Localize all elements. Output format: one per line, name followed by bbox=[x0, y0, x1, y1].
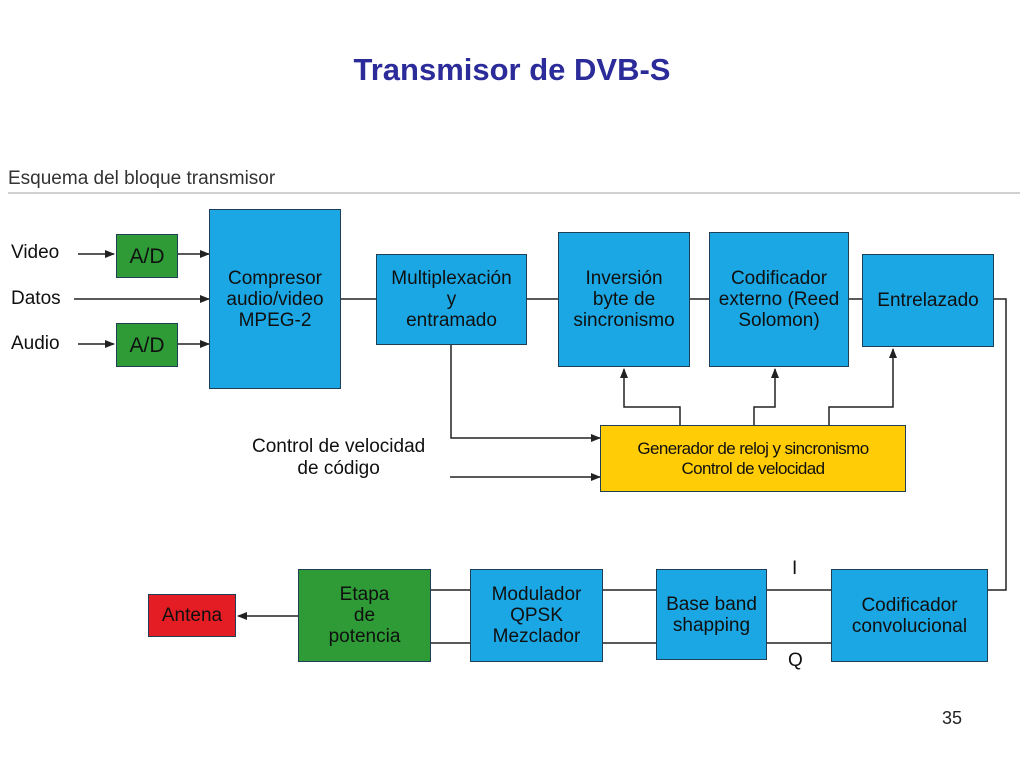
section-divider bbox=[8, 192, 1020, 194]
multiplexacion-block: Multiplexación y entramado bbox=[376, 254, 527, 345]
codificador-convolucional-block: Codificador convolucional bbox=[831, 569, 988, 662]
modulador-block: Modulador QPSK Mezclador bbox=[470, 569, 603, 662]
input-video-label: Video bbox=[11, 242, 60, 263]
entrelazado-block: Entrelazado bbox=[862, 254, 994, 347]
input-audio-label: Audio bbox=[11, 333, 60, 354]
wire-entrelazado-to-convolucional bbox=[988, 298, 1007, 591]
wire-generador-to-entrelazado bbox=[828, 348, 897, 425]
generador-block: Generador de reloj y sincronismo Control… bbox=[600, 425, 906, 492]
input-datos-label: Datos bbox=[11, 288, 61, 309]
slide-title: Transmisor de DVB-S bbox=[353, 52, 671, 87]
q-channel-label: Q bbox=[788, 650, 803, 671]
page-number: 35 bbox=[941, 708, 962, 728]
ad-converter-video: A/D bbox=[116, 234, 178, 278]
codificador-externo-block: Codificador externo (Reed Solomon) bbox=[709, 232, 849, 367]
control-velocidad-label: Control de velocidad de código bbox=[252, 436, 426, 479]
inversion-block: Inversión byte de sincronismo bbox=[558, 232, 690, 367]
ad-converter-audio: A/D bbox=[116, 323, 178, 367]
compresor-block: Compresor audio/video MPEG-2 bbox=[209, 209, 341, 389]
wire-mux-to-generador bbox=[450, 345, 601, 442]
i-channel-label: I bbox=[792, 558, 798, 579]
wire-generador-to-codificador bbox=[753, 368, 779, 425]
wire-generador-to-inversion bbox=[620, 368, 681, 425]
section-title: Esquema del bloque transmisor bbox=[8, 168, 276, 189]
etapa-potencia-block: Etapa de potencia bbox=[298, 569, 431, 662]
antena-block: Antena bbox=[148, 594, 236, 637]
base-band-block: Base band shapping bbox=[656, 569, 767, 660]
